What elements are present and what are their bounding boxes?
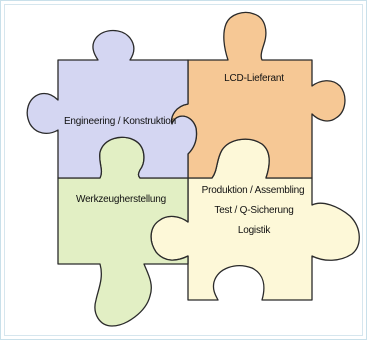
puzzle-piece-engineering (26, 29, 198, 179)
label-produktion-line2: Test / Q-Sicherung (214, 205, 293, 216)
label-produktion-line1: Produktion / Assembling (202, 185, 305, 196)
label-werkzeug: Werkzeugherstellung (76, 194, 166, 205)
label-lcd: LCD-Lieferant (224, 73, 284, 84)
label-produktion-line3: Logistik (238, 225, 272, 236)
label-engineering: Engineering / Konstruktion (64, 116, 176, 127)
